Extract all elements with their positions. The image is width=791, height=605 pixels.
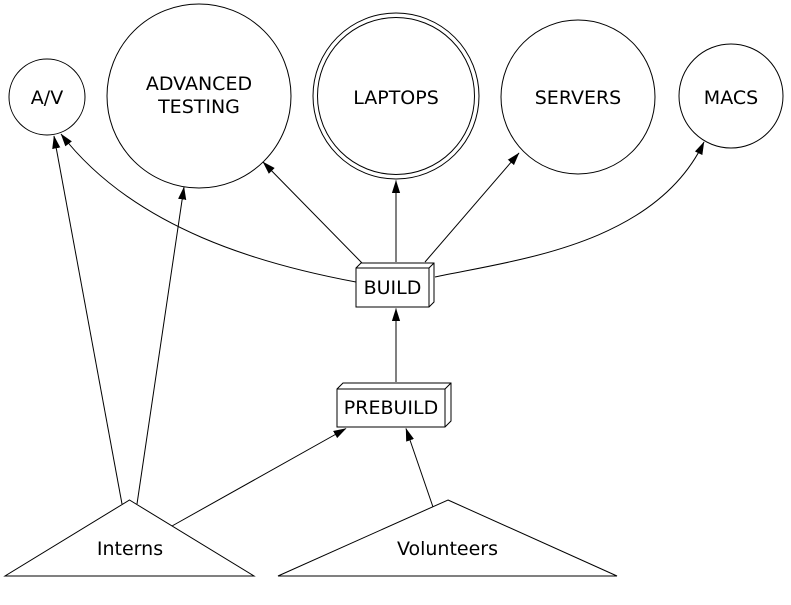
node-av: A/V bbox=[8, 58, 86, 136]
node-volunteers: Volunteers bbox=[277, 499, 618, 577]
edge-volunteers-prebuild bbox=[405, 428, 434, 508]
edge-build-macs bbox=[434, 141, 705, 278]
av-circle bbox=[8, 58, 86, 136]
macs-circle bbox=[678, 43, 784, 149]
prebuild-box3d-edges bbox=[337, 382, 452, 427]
advanced-testing-circle bbox=[106, 3, 292, 189]
node-macs: MACS bbox=[678, 43, 784, 149]
node-interns: Interns bbox=[3, 499, 256, 577]
servers-label: SERVERS bbox=[535, 87, 622, 109]
macs-label: MACS bbox=[704, 87, 758, 109]
build-label: BUILD bbox=[364, 277, 422, 299]
node-laptops: LAPTOPS bbox=[312, 12, 480, 180]
build-box3d-edges bbox=[356, 262, 435, 307]
advanced-testing-label-line1: ADVANCED bbox=[146, 73, 252, 95]
laptops-label: LAPTOPS bbox=[353, 87, 439, 109]
edge-interns-advanced-testing bbox=[136, 186, 187, 505]
node-prebuild: PREBUILD bbox=[336, 382, 452, 428]
node-servers: SERVERS bbox=[500, 19, 656, 175]
interns-label: Interns bbox=[97, 538, 163, 560]
volunteers-label: Volunteers bbox=[397, 538, 498, 560]
servers-circle bbox=[500, 19, 656, 175]
edge-interns-av bbox=[52, 135, 123, 505]
advanced-testing-label-line2: TESTING bbox=[157, 96, 240, 118]
interns-triangle bbox=[3, 499, 256, 577]
node-build: BUILD bbox=[355, 262, 435, 308]
laptops-inner-circle bbox=[317, 17, 475, 175]
volunteers-triangle bbox=[277, 499, 618, 577]
edge-build-advanced-testing bbox=[262, 161, 363, 264]
prebuild-label: PREBUILD bbox=[344, 397, 438, 419]
edge-build-av bbox=[60, 133, 357, 283]
node-advanced-testing: ADVANCED TESTING bbox=[106, 3, 292, 189]
edge-interns-prebuild bbox=[171, 428, 347, 527]
edge-build-servers bbox=[424, 152, 520, 263]
av-label: A/V bbox=[31, 87, 63, 109]
